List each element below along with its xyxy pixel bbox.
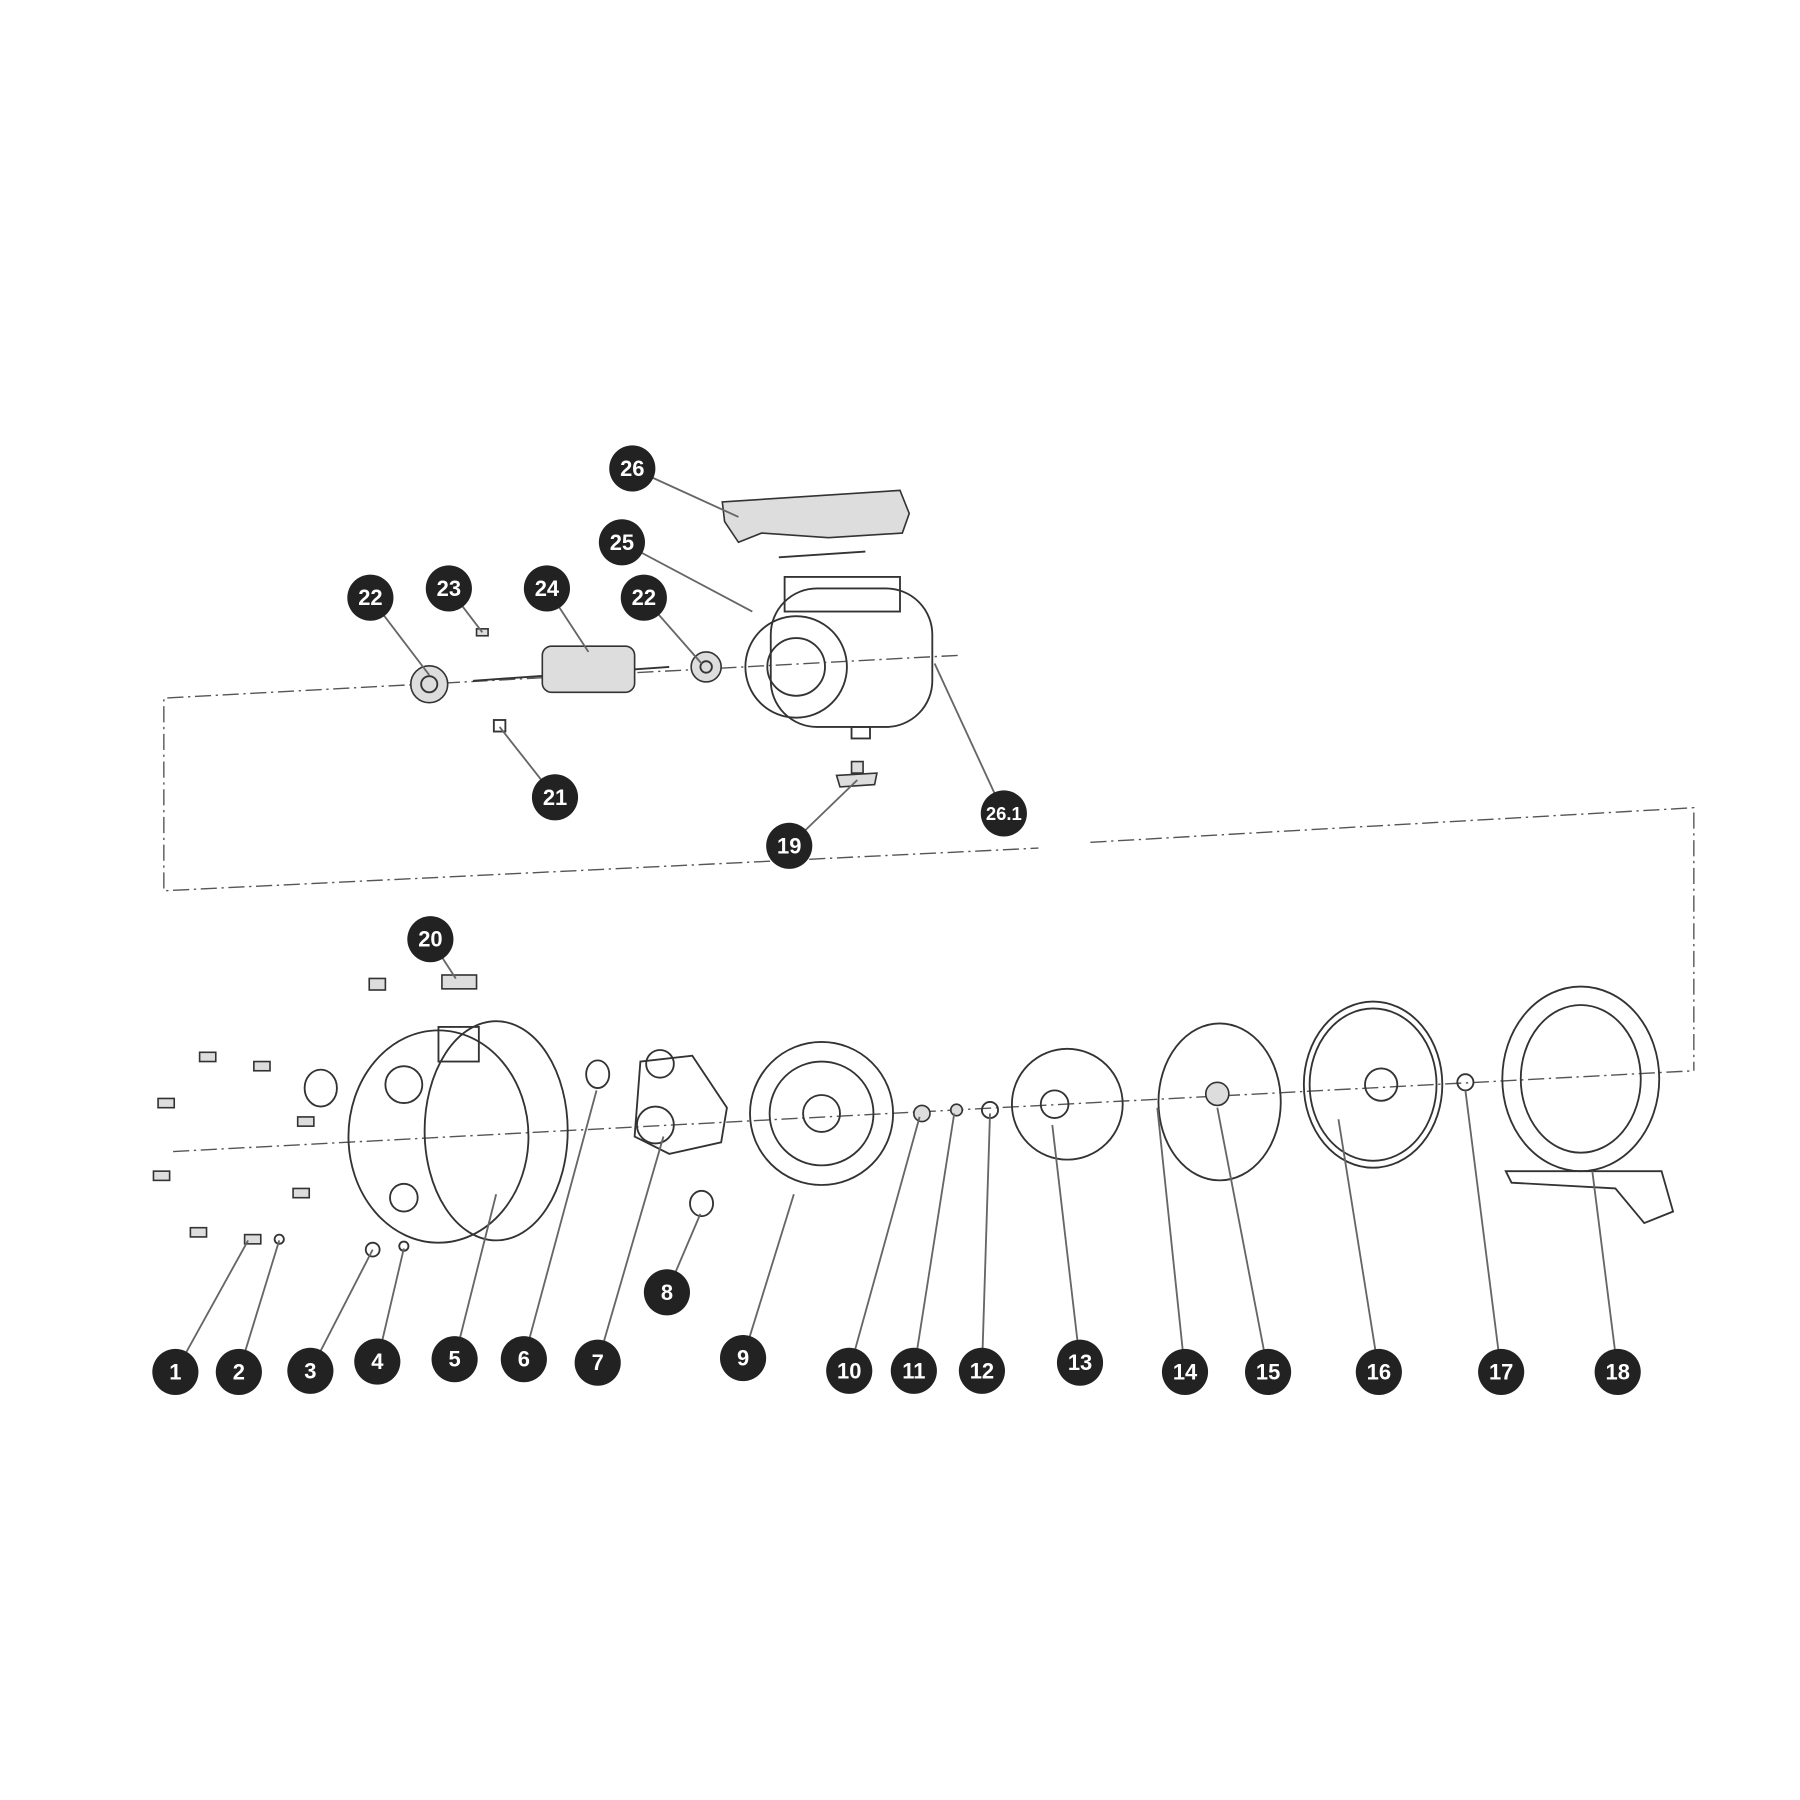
callout-26: 26 [609,445,656,492]
svg-text:11: 11 [902,1358,925,1383]
callout-26-1: 26.1 [980,790,1027,837]
callout-4: 4 [354,1338,401,1385]
motor-parts [409,489,934,788]
callout-12: 12 [958,1347,1005,1394]
svg-text:17: 17 [1489,1359,1513,1384]
plug [368,977,387,991]
svg-text:23: 23 [437,576,461,601]
callout-20: 20 [407,916,454,963]
svg-text:26: 26 [620,456,644,481]
callout-22-right: 22 [620,574,667,621]
callout-14: 14 [1161,1348,1209,1395]
callout-5: 5 [431,1336,478,1383]
svg-text:26.1: 26.1 [986,803,1022,824]
callout-3: 3 [287,1347,334,1394]
svg-text:18: 18 [1606,1359,1630,1384]
callout-17: 17 [1478,1348,1525,1395]
svg-text:3: 3 [304,1358,316,1383]
motor-flange [1501,985,1675,1225]
callout-16: 16 [1355,1348,1402,1395]
svg-text:15: 15 [1256,1359,1280,1384]
ejector [633,1049,728,1155]
svg-text:5: 5 [449,1347,461,1372]
callout-10: 10 [826,1347,873,1394]
assembly-axis-lines [163,654,1695,1153]
o-ring-large [1157,1022,1282,1182]
rotor-shaft [473,645,670,694]
seal-plate [1302,1000,1444,1169]
svg-text:25: 25 [610,530,634,555]
callout-22-left: 22 [347,574,394,621]
svg-text:2: 2 [233,1359,245,1384]
key [492,719,507,733]
foot [835,760,878,788]
svg-text:14: 14 [1173,1359,1198,1384]
screws [152,1051,315,1245]
callouts: 1 2 3 4 5 6 7 8 9 10 11 12 13 14 15 16 1… [152,445,1641,1395]
callout-9: 9 [720,1335,767,1382]
svg-text:10: 10 [837,1358,861,1383]
diffuser [749,1041,894,1186]
svg-text:1: 1 [169,1359,181,1384]
callout-8: 8 [643,1269,690,1316]
svg-text:7: 7 [592,1350,604,1375]
callout-19: 19 [766,822,813,869]
callout-18: 18 [1594,1348,1641,1395]
pump-body [347,1020,569,1244]
nut [913,1104,931,1123]
impeller [1010,1047,1124,1161]
svg-text:6: 6 [518,1347,530,1372]
svg-text:9: 9 [737,1346,749,1371]
callout-24: 24 [523,565,570,612]
callout-2: 2 [215,1348,262,1395]
svg-text:8: 8 [661,1280,673,1305]
callout-25: 25 [598,519,645,566]
callout-13: 13 [1056,1339,1104,1386]
callout-23: 23 [425,565,472,612]
mechanical-seal [1204,1081,1230,1107]
callout-7: 7 [574,1339,621,1386]
washer [1456,1073,1475,1092]
washer [949,1103,964,1117]
pump-parts [152,974,1675,1258]
plug [441,974,478,990]
svg-text:22: 22 [632,585,656,610]
callout-21: 21 [531,774,579,821]
svg-text:21: 21 [543,785,567,810]
leader-lines [174,467,1619,1373]
callout-11: 11 [890,1347,937,1394]
callout-1: 1 [152,1348,199,1395]
svg-text:16: 16 [1367,1359,1391,1384]
callout-15: 15 [1245,1348,1292,1395]
svg-text:22: 22 [358,585,382,610]
svg-text:24: 24 [535,576,560,601]
svg-text:13: 13 [1068,1350,1092,1375]
ring [303,1068,338,1108]
svg-text:4: 4 [371,1349,384,1374]
bearing [409,664,449,704]
o-ring [585,1059,611,1089]
svg-text:12: 12 [970,1358,994,1383]
svg-text:19: 19 [777,833,801,858]
terminal-box-cover [721,489,911,559]
o-ring [689,1189,714,1218]
svg-text:20: 20 [418,927,442,952]
callout-6: 6 [500,1336,547,1383]
motor-housing [744,575,934,740]
